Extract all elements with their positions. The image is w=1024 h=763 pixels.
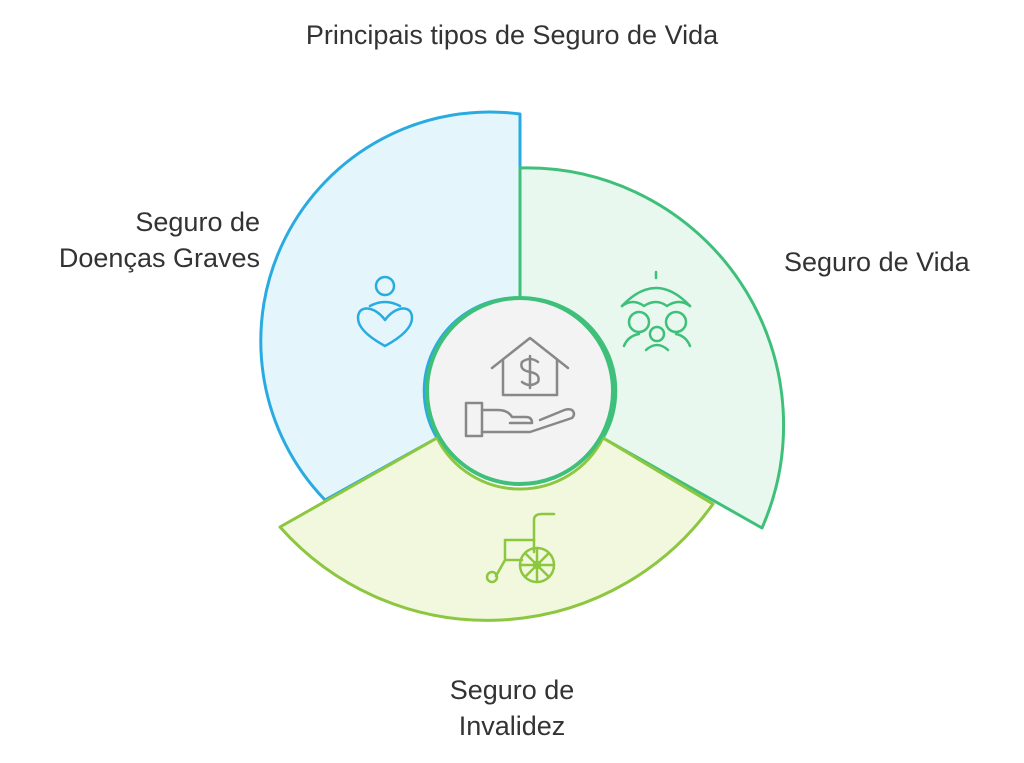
diagram-title: Principais tipos de Seguro de Vida: [305, 20, 719, 50]
family-umbrella-icon: [620, 270, 692, 352]
label-vida: Seguro de Vida: [784, 244, 1014, 280]
segment-doencas-graves: [259, 110, 522, 502]
label-doencas-graves-line-2: Doenças Graves: [58, 243, 260, 273]
label-doencas-graves-line-1: Seguro de: [135, 207, 260, 237]
label-invalidez: Seguro de Invalidez: [392, 672, 632, 744]
label-vida-line-1: Seguro de Vida: [784, 247, 970, 277]
person-heart-icon: [356, 275, 414, 348]
label-invalidez-line-2: Invalidez: [458, 711, 566, 741]
segment-vida: [518, 166, 786, 530]
label-doencas-graves: Seguro de Doenças Graves: [20, 204, 260, 276]
label-invalidez-line-1: Seguro de: [449, 675, 575, 705]
center-circle: [425, 296, 615, 486]
wheelchair-icon: [485, 512, 556, 584]
hand-house-dollar-icon: [464, 336, 576, 438]
segment-invalidez: [278, 436, 715, 622]
